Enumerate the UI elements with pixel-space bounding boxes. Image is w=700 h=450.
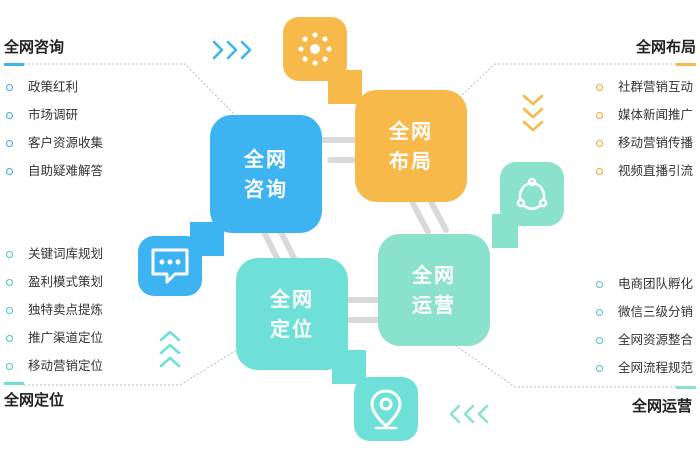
bullet-dot-icon xyxy=(6,279,13,286)
consult-title: 全网咨询 xyxy=(4,38,65,56)
tile-line-2: 咨询 xyxy=(244,177,288,201)
left-chevrons-icon xyxy=(449,404,489,424)
list-item: 推广渠道定位 xyxy=(4,324,103,352)
bullet-dot-icon xyxy=(596,281,603,288)
bullet-dot-icon xyxy=(6,84,13,91)
list-item: 关键词库规划 xyxy=(4,240,103,268)
position-icon-tile xyxy=(354,377,418,441)
list-item: 视频直播引流 xyxy=(596,157,696,185)
operation-underline xyxy=(676,386,696,389)
position-underline xyxy=(4,382,24,385)
bullet-dot-icon xyxy=(596,140,603,147)
list-item: 盈利模式策划 xyxy=(4,268,103,296)
bullet-dot-icon xyxy=(6,307,13,314)
tile-line-1: 全网 xyxy=(270,287,314,311)
operation-list: 电商团队孵化 微信三级分销 全网资源整合 全网流程规范 xyxy=(596,270,696,382)
list-item: 全网流程规范 xyxy=(596,354,696,382)
down-chevrons-icon xyxy=(522,94,544,132)
list-item: 电商团队孵化 xyxy=(596,270,696,298)
tile-line-1: 全网 xyxy=(389,119,433,143)
tile-line-2: 布局 xyxy=(389,149,433,173)
layout-underline xyxy=(676,63,696,66)
layout-title: 全网布局 xyxy=(635,38,696,56)
position-tile: 全网定位 xyxy=(236,258,348,370)
list-item: 市场调研 xyxy=(4,101,103,129)
list-item: 移动营销定位 xyxy=(4,352,103,380)
layout-tile: 全网布局 xyxy=(355,90,467,202)
bullet-dot-icon xyxy=(6,112,13,119)
tile-line-2: 定位 xyxy=(270,317,314,341)
list-item: 社群营销互动 xyxy=(596,73,696,101)
share-triangle-icon xyxy=(516,177,548,210)
list-item: 独特卖点提炼 xyxy=(4,296,103,324)
bullet-dot-icon xyxy=(6,140,13,147)
right-chevrons-icon xyxy=(212,40,252,60)
neck-operation xyxy=(492,214,518,248)
up-chevrons-icon xyxy=(159,330,181,368)
bullet-dot-icon xyxy=(596,84,603,91)
consult-section: 全网咨询 政策红利 市场调研 客户资源收集 自助疑难解答 xyxy=(4,36,103,185)
consult-underline xyxy=(4,63,24,66)
location-pin-icon xyxy=(370,389,402,430)
tile-line-2: 运营 xyxy=(412,293,456,317)
layout-section: 全网布局 社群营销互动 媒体新闻推广 移动营销传播 视频直播引流 xyxy=(596,36,696,185)
bullet-dot-icon xyxy=(596,309,603,316)
layout-list: 社群营销互动 媒体新闻推广 移动营销传播 视频直播引流 xyxy=(596,73,696,185)
list-item: 客户资源收集 xyxy=(4,129,103,157)
list-item: 全网资源整合 xyxy=(596,326,696,354)
dotted-circle-icon xyxy=(298,32,332,66)
bullet-dot-icon xyxy=(6,168,13,175)
bullet-dot-icon xyxy=(6,251,13,258)
bullet-dot-icon xyxy=(596,365,603,372)
position-title: 全网定位 xyxy=(4,391,65,409)
tile-line-1: 全网 xyxy=(412,263,456,287)
list-item: 媒体新闻推广 xyxy=(596,101,696,129)
bullet-dot-icon xyxy=(6,363,13,370)
operation-title: 全网运营 xyxy=(632,397,693,415)
position-list: 关键词库规划 盈利模式策划 独特卖点提炼 推广渠道定位 移动营销定位 xyxy=(4,240,103,380)
list-item: 移动营销传播 xyxy=(596,129,696,157)
tile-line-1: 全网 xyxy=(244,147,288,171)
consult-tile: 全网咨询 xyxy=(210,115,322,233)
list-item: 政策红利 xyxy=(4,73,103,101)
bullet-dot-icon xyxy=(596,337,603,344)
bullet-dot-icon xyxy=(596,112,603,119)
neck-layout xyxy=(328,70,362,104)
position-section: 关键词库规划 盈利模式策划 独特卖点提炼 推广渠道定位 移动营销定位 全网定位 xyxy=(4,240,103,410)
operation-section: 电商团队孵化 微信三级分销 全网资源整合 全网流程规范 全网运营 xyxy=(596,270,696,416)
bullet-dot-icon xyxy=(6,335,13,342)
chat-bubble-icon xyxy=(151,248,189,284)
list-item: 微信三级分销 xyxy=(596,298,696,326)
bullet-dot-icon xyxy=(596,168,603,175)
operation-tile: 全网运营 xyxy=(378,234,490,346)
list-item: 自助疑难解答 xyxy=(4,157,103,185)
consult-list: 政策红利 市场调研 客户资源收集 自助疑难解答 xyxy=(4,73,103,185)
